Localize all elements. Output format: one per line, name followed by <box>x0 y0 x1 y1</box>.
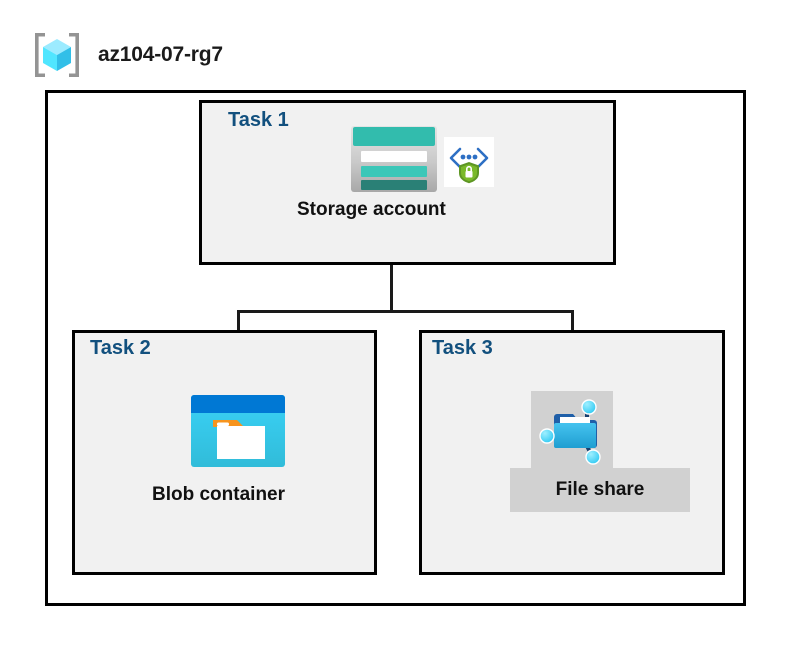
resource-group-header: az104-07-rg7 <box>30 28 223 82</box>
connector-horizontal-bus <box>237 310 574 313</box>
task-1-label: Task 1 <box>228 109 289 131</box>
file-share-icon <box>537 396 609 466</box>
storage-account-icon <box>351 126 437 192</box>
private-endpoint-shield-icon <box>444 137 494 187</box>
resource-group-name: az104-07-rg7 <box>98 43 223 66</box>
storage-account-label: Storage account <box>297 199 446 220</box>
blob-container-icon <box>191 395 285 467</box>
resource-group-icon <box>30 28 84 82</box>
task-3-label: Task 3 <box>432 337 493 359</box>
file-share-label-backdrop <box>510 468 690 512</box>
blob-container-label: Blob container <box>152 484 286 505</box>
file-share-label: File share <box>555 479 645 500</box>
connector-task1-stem <box>390 223 393 313</box>
task-2-label: Task 2 <box>90 337 151 359</box>
